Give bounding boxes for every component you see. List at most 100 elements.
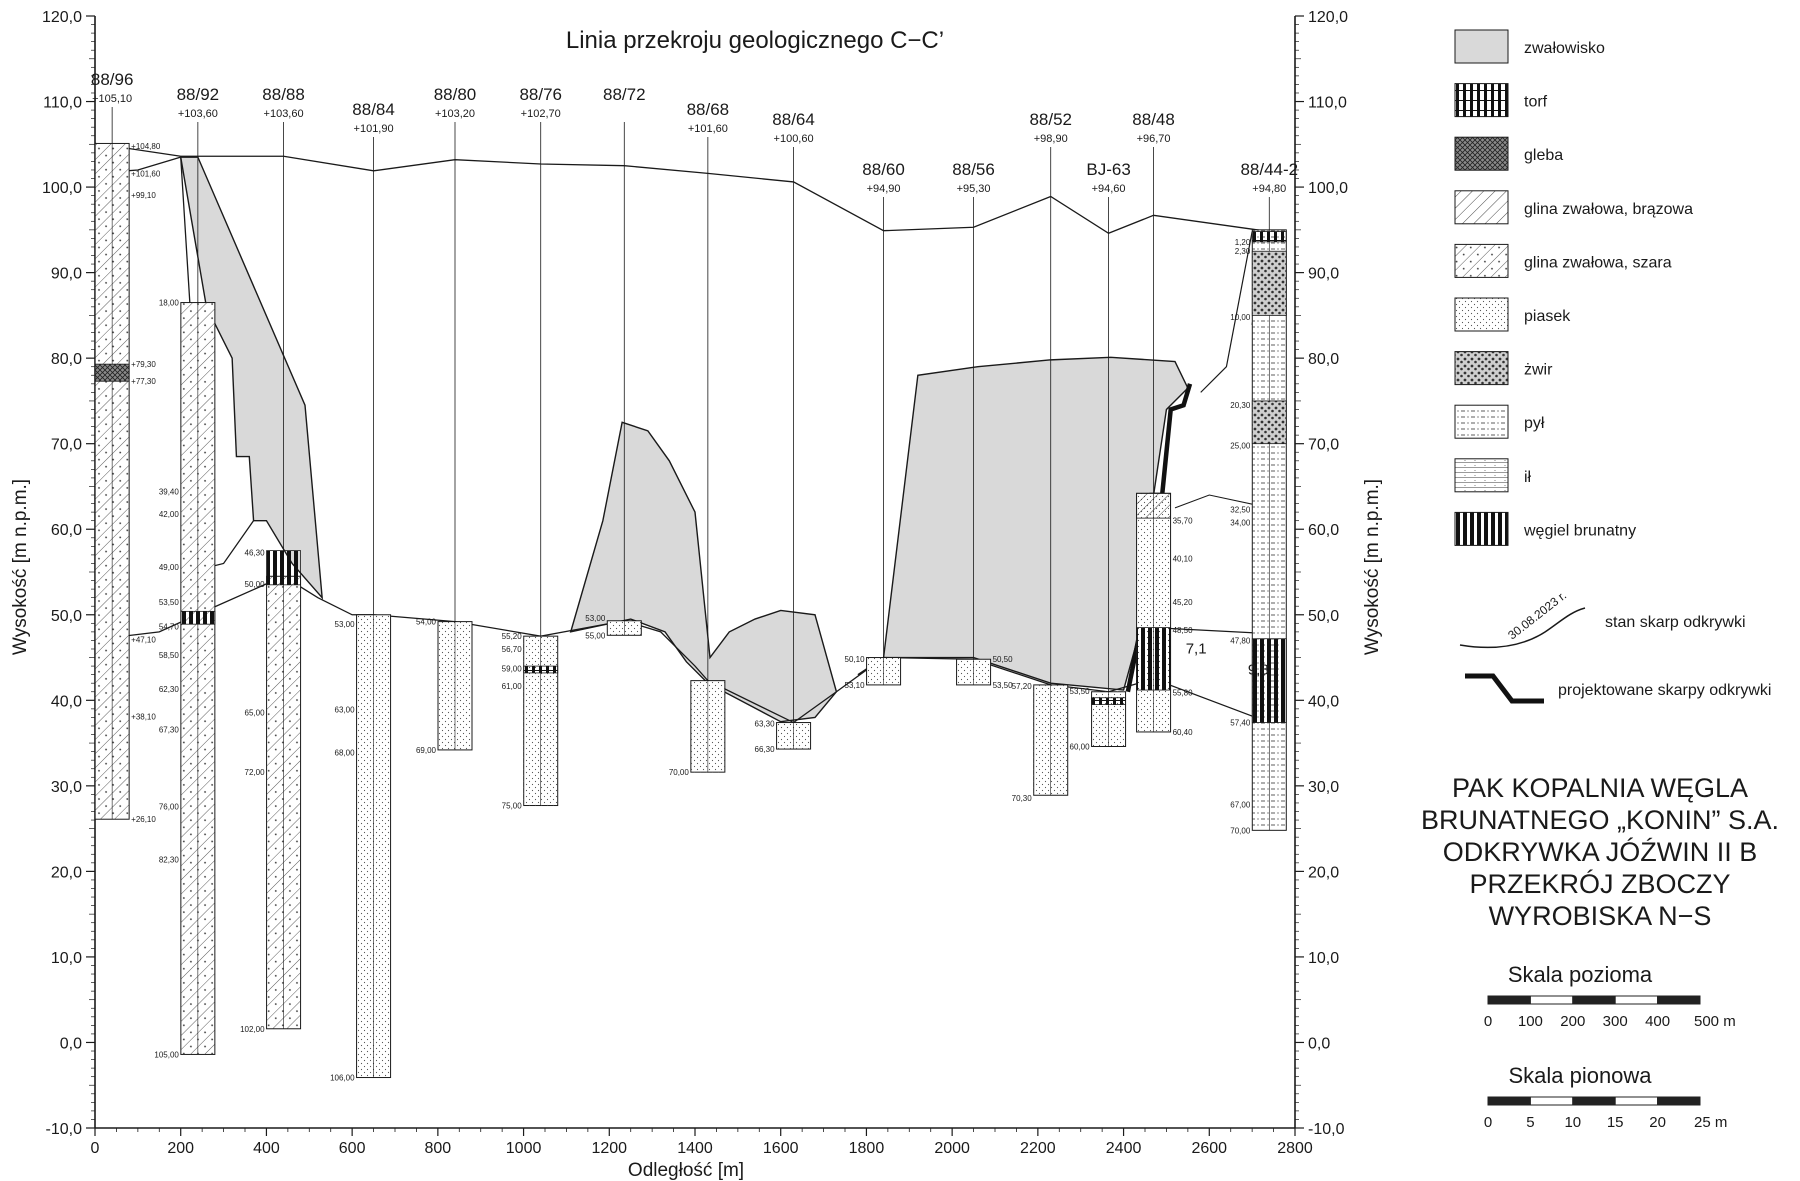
depth-label: 65,00 bbox=[245, 708, 266, 717]
scale-h-label: 200 bbox=[1560, 1013, 1585, 1030]
y-tick-label-left: 80,0 bbox=[51, 351, 82, 368]
lignite-top-line bbox=[1153, 626, 1270, 635]
depth-label: 57,40 bbox=[1230, 719, 1251, 728]
depth-label: 45,20 bbox=[1173, 598, 1194, 607]
depth-label: +104,80 bbox=[131, 142, 161, 151]
borehole-88-64: 88/64+100,60 bbox=[772, 110, 815, 750]
scale-h-segment bbox=[1529, 995, 1574, 1005]
legend-swatch-peat bbox=[1454, 83, 1509, 118]
borehole-layer-band bbox=[180, 610, 216, 625]
y-tick-label-left: 110,0 bbox=[43, 95, 82, 112]
y-tick-label-right: 30,0 bbox=[1308, 779, 1339, 796]
y-tick-label-left: 70,0 bbox=[51, 437, 82, 454]
y-tick-label-right: 50,0 bbox=[1308, 608, 1339, 625]
depth-label: 62,30 bbox=[159, 685, 180, 694]
depth-label: 55,00 bbox=[585, 631, 606, 640]
x-tick-label: 2600 bbox=[1191, 1140, 1227, 1157]
depth-label: 46,30 bbox=[245, 548, 266, 557]
legend-label: węgiel brunatny bbox=[1523, 522, 1636, 539]
depth-label: +79,30 bbox=[131, 360, 156, 369]
borehole-id: 88/68 bbox=[687, 100, 730, 119]
depth-label: 53,50 bbox=[1070, 687, 1091, 696]
x-tick-label: 0 bbox=[91, 1140, 100, 1157]
y-tick-label-left: 20,0 bbox=[51, 864, 82, 881]
slope-state-symbol bbox=[1459, 607, 1586, 649]
east-slope-line bbox=[1200, 231, 1253, 393]
depth-label: 76,00 bbox=[159, 802, 180, 811]
dump-area-2 bbox=[569, 421, 838, 723]
borehole-88-84: 88/84+101,90 bbox=[352, 100, 395, 1079]
depth-label: 48,50 bbox=[1173, 626, 1194, 635]
borehole-id: 88/96 bbox=[91, 70, 134, 89]
borehole-id: 88/88 bbox=[262, 85, 305, 104]
projected-slope-symbol bbox=[1465, 673, 1544, 704]
borehole-elevation: +103,60 bbox=[264, 108, 304, 120]
depth-label: 70,30 bbox=[1012, 794, 1033, 803]
depth-label: 50,10 bbox=[845, 655, 866, 664]
depth-label: 70,00 bbox=[669, 768, 690, 777]
depth-label: 34,00 bbox=[1230, 518, 1251, 527]
depth-label: 55,80 bbox=[1173, 689, 1194, 698]
company-line-2: BRUNATNEGO „KONIN” S.A. bbox=[1421, 805, 1779, 835]
depth-label: 54,00 bbox=[416, 618, 437, 627]
legend-label: torf bbox=[1524, 94, 1548, 111]
y-tick-label-right: 40,0 bbox=[1308, 693, 1339, 710]
y-tick-label-left: 90,0 bbox=[51, 266, 82, 283]
scale-v-segment bbox=[1572, 1096, 1616, 1106]
borehole-elevation: +98,90 bbox=[1034, 133, 1068, 145]
depth-label: 53,00 bbox=[585, 614, 606, 623]
y-tick-label-left: 60,0 bbox=[51, 522, 82, 539]
legend-slope-line: 30.08.2023 r. stan skarp odkrywki bbox=[1459, 588, 1746, 649]
x-tick-label: 600 bbox=[339, 1140, 366, 1157]
borehole-id: BJ-63 bbox=[1086, 160, 1130, 179]
depth-label: 70,00 bbox=[1230, 826, 1251, 835]
depth-label: 49,00 bbox=[159, 563, 180, 572]
borehole-layer-band bbox=[1251, 400, 1287, 445]
borehole-id: 88/56 bbox=[952, 160, 995, 179]
y-tick-label-right: 10,0 bbox=[1308, 950, 1339, 967]
legend-label: żwir bbox=[1524, 362, 1553, 379]
y-tick-label-right: 90,0 bbox=[1308, 266, 1339, 283]
depth-label: 47,80 bbox=[1230, 636, 1251, 645]
plot-area bbox=[94, 142, 1287, 724]
legend-label: pył bbox=[1524, 415, 1545, 432]
depth-label: 2,30 bbox=[1235, 247, 1251, 256]
depth-label: +38,10 bbox=[131, 713, 156, 722]
legend-item-clay: ił bbox=[1454, 458, 1532, 493]
scale-v-label: 20 bbox=[1649, 1114, 1666, 1131]
y-tick-label-right: 120,0 bbox=[1308, 9, 1348, 26]
borehole-id: 88/72 bbox=[603, 85, 646, 104]
depth-label: 58,50 bbox=[159, 651, 180, 660]
legend-item-lignite: węgiel brunatny bbox=[1454, 511, 1636, 546]
scale-h-label: 400 bbox=[1645, 1013, 1670, 1030]
scale-h-label: 300 bbox=[1603, 1013, 1628, 1030]
borehole-layer-band bbox=[1251, 250, 1287, 316]
borehole-id: 88/44-2 bbox=[1240, 160, 1298, 179]
depth-label: 63,00 bbox=[335, 706, 356, 715]
scale-h-label: 0 bbox=[1484, 1013, 1492, 1030]
slope-date: 30.08.2023 r. bbox=[1505, 588, 1569, 642]
scale-v-segment bbox=[1487, 1096, 1531, 1106]
depth-label: 61,00 bbox=[502, 682, 523, 691]
depth-label: 72,00 bbox=[245, 768, 266, 777]
borehole-elevation: +96,70 bbox=[1137, 133, 1171, 145]
legend-label: zwałowisko bbox=[1524, 40, 1605, 57]
y-tick-label-right: 100,0 bbox=[1308, 180, 1348, 197]
depth-label: 53,00 bbox=[335, 620, 356, 629]
scale-h-segment bbox=[1657, 995, 1701, 1005]
legend-swatch-gravel bbox=[1454, 351, 1509, 386]
depth-label: 39,40 bbox=[159, 488, 180, 497]
x-tick-label: 800 bbox=[425, 1140, 452, 1157]
borehole-elevation: +100,60 bbox=[774, 133, 814, 145]
legend-item-gravel: żwir bbox=[1454, 351, 1553, 386]
legend-item-soil: gleba bbox=[1454, 136, 1563, 171]
x-tick-label: 1200 bbox=[591, 1140, 627, 1157]
depth-label: 102,00 bbox=[240, 1025, 265, 1034]
y-tick-label-left: 50,0 bbox=[51, 608, 82, 625]
legend-swatch-sand bbox=[1454, 297, 1509, 332]
borehole-88-92: 88/92+103,60 bbox=[177, 85, 219, 1055]
y-axis-label-right: Wysokość [m n.p.m.] bbox=[1362, 479, 1383, 655]
